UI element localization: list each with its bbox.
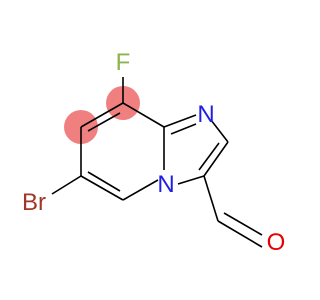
- bond-cho-o-inner: [223, 212, 263, 236]
- bond-c5-c6: [80, 175, 124, 201]
- bond-c2-c3: [203, 141, 229, 177]
- bond-c3-cho: [203, 175, 219, 222]
- bond-n4-c5: [122, 179, 159, 201]
- structure-canvas: F N N Br O: [22, 49, 286, 256]
- atom-label-f: F: [116, 49, 131, 76]
- atom-label-o: O: [267, 229, 286, 256]
- bond-c3-n4: [177, 175, 205, 185]
- bond-c8-c8a: [122, 102, 165, 128]
- bond-c2-c3-inner: [198, 142, 220, 171]
- bond-c8a-n1: [163, 114, 197, 128]
- atom-label-n1: N: [197, 101, 214, 128]
- atom-label-n4: N: [157, 171, 174, 198]
- bond-c7-c8-inner: [87, 112, 121, 132]
- molecule-structure: F N N Br O: [22, 49, 286, 256]
- bond-c8a-n1-inner: [170, 123, 197, 135]
- bond-n1-c2: [210, 119, 229, 143]
- bond-c6-br: [51, 175, 82, 195]
- bond-c5-c6-inner: [87, 171, 121, 192]
- bond-c7-c8: [80, 102, 124, 128]
- bond-cho-o: [217, 220, 263, 248]
- atom-label-br: Br: [22, 189, 46, 216]
